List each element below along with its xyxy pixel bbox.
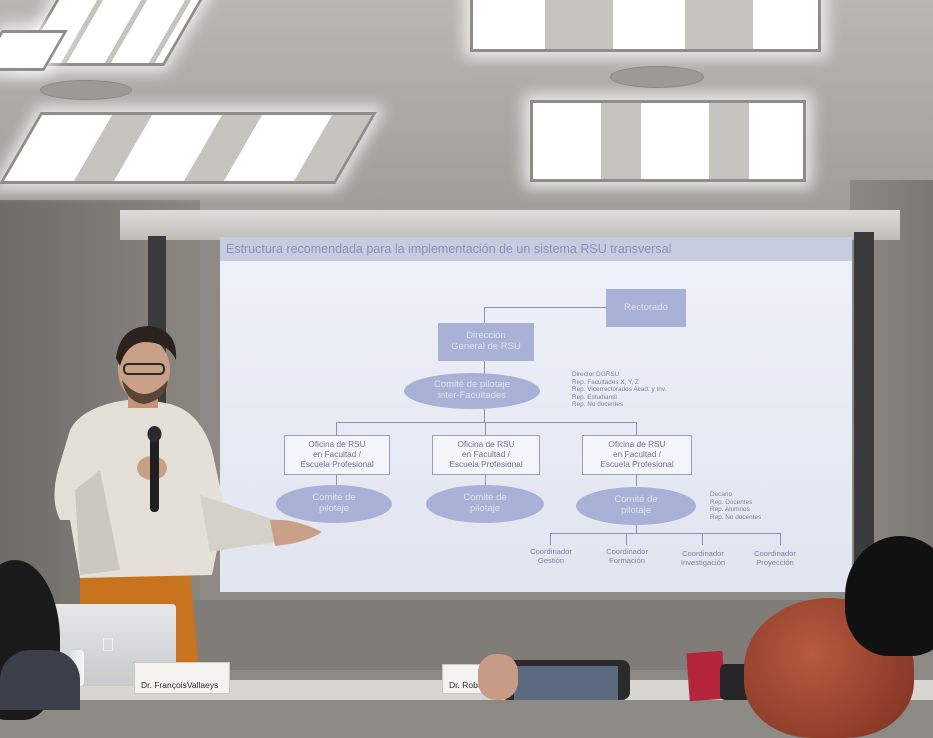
oficina-box-2: Oficina de RSU en Facultad / Escuela Pro… xyxy=(432,435,540,475)
comite-label-1: Comité de xyxy=(312,492,356,504)
connector-line xyxy=(484,359,486,375)
projected-slide: Estructura recomendada para la implement… xyxy=(220,237,852,592)
audience-head xyxy=(845,536,933,656)
oficina-line: Escuela Profesional xyxy=(449,458,523,469)
member-item: Rep. No docentes xyxy=(572,401,624,409)
comite-label-2: pilotaje xyxy=(318,503,350,514)
direccion-label-2: General de RSU xyxy=(451,341,521,352)
nameplate-left: Dr. FrançoisVallaeys xyxy=(134,662,230,694)
connector-line xyxy=(550,533,780,535)
ceiling-light xyxy=(470,0,821,52)
ceiling-speaker xyxy=(610,66,704,88)
oficina-line: Oficina de RSU xyxy=(308,439,366,450)
oficina-line: en Facultad / xyxy=(313,449,361,460)
speaker-hair xyxy=(116,326,177,366)
speaker-glasses xyxy=(123,363,165,375)
member-item: Rep. Docentes xyxy=(710,498,753,506)
coordinador-proyeccion: Coordinador Proyección xyxy=(738,549,812,567)
coordinador-line: Coordinador xyxy=(682,549,724,558)
connector-line xyxy=(780,533,782,545)
comite-inter-facultades: Comité de pilotaje inter-Facultades xyxy=(404,373,540,409)
connector-line xyxy=(626,533,628,545)
comite-pilotaje-3: Comité de pilotaje xyxy=(576,487,696,525)
apple-logo-icon:  xyxy=(98,636,118,654)
connector-line xyxy=(484,307,608,309)
comite-label-2: pilotaje xyxy=(469,503,501,514)
coordinador-line: Investigación xyxy=(680,558,726,567)
coordinador-line: Coordinador xyxy=(530,547,572,556)
ceiling-light xyxy=(530,100,806,182)
direccion-label-1: Dirección xyxy=(466,330,506,342)
comite-label-2: pilotaje xyxy=(620,505,652,516)
members-inter-list: Director DGRSU Rep. Facultades X, Y, Z R… xyxy=(572,371,712,409)
comite-pilotaje-1: Comité de pilotaje xyxy=(276,485,392,523)
speaker-hand xyxy=(270,519,322,546)
audience-shoulder xyxy=(0,650,80,710)
comite-label-1: Comité de xyxy=(614,494,658,506)
connector-line xyxy=(336,474,338,486)
projector-screen-housing xyxy=(120,210,900,240)
oficina-box-3: Oficina de RSU en Facultad / Escuela Pro… xyxy=(582,435,692,475)
speaker-beard xyxy=(122,380,168,404)
connector-line xyxy=(336,422,338,436)
coordinador-line: Coordinador xyxy=(606,547,648,556)
member-item: Rep. Vicerrectorados Acad. y Inv. xyxy=(572,386,667,394)
microphone xyxy=(150,432,159,512)
coordinador-gestion: Coordinador Gestión xyxy=(516,547,586,565)
coordinador-formacion: Coordinador Formación xyxy=(592,547,662,565)
connector-line xyxy=(485,422,487,436)
screen-frame-right xyxy=(854,232,874,602)
ceiling-light xyxy=(0,112,377,184)
comite-label-1: Comité de xyxy=(463,492,507,504)
comite-inter-label-1: Comité de pilotaje xyxy=(433,379,511,391)
oficina-line: en Facultad / xyxy=(462,449,510,460)
speaker-arm xyxy=(200,495,285,552)
coordinador-investigacion: Coordinador Investigación xyxy=(666,549,740,567)
member-item: Director DGRSU xyxy=(572,371,620,378)
rectorado-box: Rectorado xyxy=(606,289,686,327)
speaker-shirt-shadow xyxy=(75,470,120,575)
connector-line xyxy=(484,307,486,323)
connector-line xyxy=(636,474,638,486)
oficina-box-1: Oficina de RSU en Facultad / Escuela Pro… xyxy=(284,435,390,475)
member-item: Rep. No docentes xyxy=(710,513,762,521)
speaker-face xyxy=(118,338,170,402)
oficina-line: Oficina de RSU xyxy=(457,439,515,450)
coordinador-line: Coordinador xyxy=(754,549,796,558)
nameplate-left-text: Dr. FrançoisVallaeys xyxy=(141,680,219,690)
members-facultad-list: Decano Rep. Docentes Rep. Alumnos Rep. N… xyxy=(710,491,830,521)
connector-line xyxy=(485,474,487,486)
oficina-line: en Facultad / xyxy=(613,449,661,460)
coordinador-line: Proyección xyxy=(756,558,794,567)
direccion-box: Dirección General de RSU xyxy=(438,323,534,361)
member-item: Decano xyxy=(710,491,733,498)
ceiling-speaker xyxy=(40,80,132,100)
connector-line xyxy=(484,407,486,423)
phone-screen xyxy=(514,666,618,700)
nameplate-right-text: Dr. Roberto xyxy=(449,680,493,690)
oficina-line: Escuela Profesional xyxy=(600,458,674,469)
member-item: Rep. Estudiantil xyxy=(572,393,617,401)
connector-line xyxy=(702,533,704,545)
comite-inter-label-2: inter-Facultades xyxy=(437,390,507,401)
audience-hand xyxy=(478,654,518,700)
rectorado-label: Rectorado xyxy=(624,301,668,313)
oficina-line: Oficina de RSU xyxy=(608,439,666,450)
microphone-head xyxy=(147,426,162,442)
connector-line xyxy=(636,422,638,436)
connector-line xyxy=(550,533,552,545)
member-item: Rep. Facultades X, Y, Z xyxy=(572,378,639,386)
oficina-line: Escuela Profesional xyxy=(300,458,374,469)
comite-pilotaje-2: Comité de pilotaje xyxy=(426,485,544,523)
member-item: Rep. Alumnos xyxy=(710,506,750,514)
connector-line xyxy=(636,522,638,534)
slide-title: Estructura recomendada para la implement… xyxy=(220,237,852,261)
coordinador-line: Formación xyxy=(609,556,645,565)
coordinador-line: Gestión xyxy=(537,556,565,565)
